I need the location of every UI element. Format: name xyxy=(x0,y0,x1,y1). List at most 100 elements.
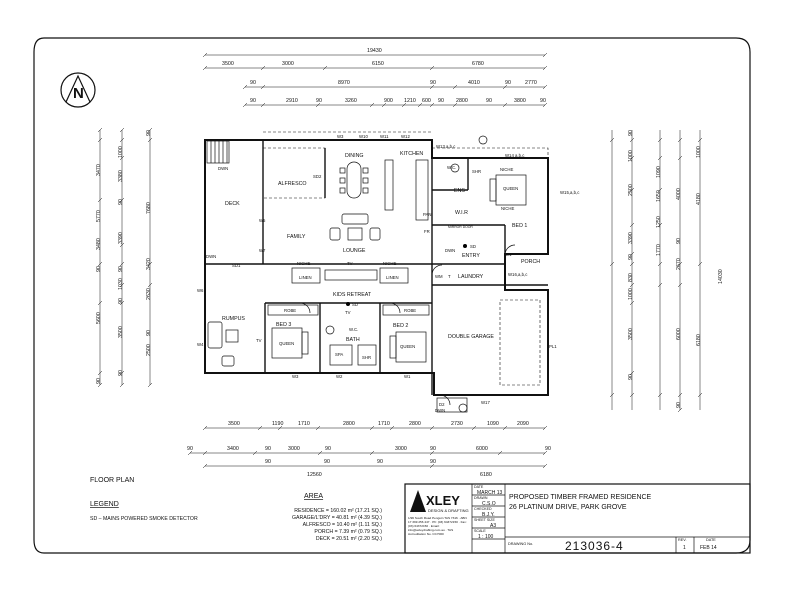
window-tag-w17: W17 xyxy=(481,400,490,405)
project-title-line-2: 26 PLATINUM DRIVE, PARK GROVE xyxy=(509,504,627,511)
dim-text: 90 xyxy=(430,459,436,465)
dim-text: 90 xyxy=(325,446,331,452)
dim-tick xyxy=(119,370,125,376)
tb-drawn: C.S.O xyxy=(482,501,496,507)
dim-text: 90 xyxy=(146,330,152,336)
section-marker-bottom xyxy=(458,403,468,413)
dim-tick xyxy=(429,102,435,108)
dim-text: 1190 xyxy=(272,421,283,427)
tb-rev-label: REV. xyxy=(678,538,687,542)
dim-tick xyxy=(657,282,663,288)
dim-text: 3390 xyxy=(628,232,634,244)
window-tag-w14: W14 a,b,c xyxy=(505,153,525,158)
dim-tick xyxy=(97,197,103,203)
dim-tick xyxy=(257,425,263,431)
room-label-spa: SPA xyxy=(335,352,343,357)
tb-sheet-label: SHEET SIZE xyxy=(474,518,496,522)
room-label-robe-2: ROBE xyxy=(404,308,416,313)
floor-plan-title: FLOOR PLAN xyxy=(90,477,134,484)
door-swing xyxy=(431,264,443,276)
dim-tick xyxy=(542,102,548,108)
area-row: ALFRESCO = 10.40 m² (1.11 SQ.) xyxy=(303,522,383,528)
dim-text: 3000 xyxy=(395,446,407,452)
room-label-bed2: BED 2 xyxy=(393,323,408,329)
window-tag-w4: W4 xyxy=(197,342,204,347)
dim-tick xyxy=(202,65,208,71)
room-label-dwn-garage: DWN xyxy=(435,408,445,413)
bed-3-furniture xyxy=(267,304,319,359)
smoke-detector-icon xyxy=(463,244,467,248)
door-swing xyxy=(299,302,311,314)
dim-text: 1770 xyxy=(656,244,662,256)
dim-tick xyxy=(429,65,435,71)
dim-tick xyxy=(417,102,423,108)
window-tag-w6: W6 xyxy=(197,288,204,293)
dim-tick xyxy=(697,137,703,143)
kitchen-island xyxy=(384,159,394,211)
tb-scale: 1 : 100 xyxy=(478,534,494,540)
dim-tick xyxy=(629,222,635,228)
dim-text: 600 xyxy=(422,98,431,104)
dim-tick xyxy=(97,261,103,267)
dim-text: 3420 xyxy=(146,258,152,270)
dim-tick xyxy=(252,450,258,456)
section-marker-top xyxy=(478,135,488,145)
dim-tick xyxy=(97,370,103,376)
dim-text: 1090 xyxy=(487,421,499,427)
dim-text: 2800 xyxy=(456,98,468,104)
dim-top-2: 3500 3000 6150 6780 xyxy=(222,61,484,67)
dim-tick xyxy=(657,187,663,193)
dim-text: 2770 xyxy=(525,80,537,86)
dim-tick xyxy=(657,155,663,161)
dim-tick xyxy=(242,102,248,108)
dim-bottom-3: 90 90 90 90 xyxy=(265,459,436,465)
window-tag-w1: W1 xyxy=(404,374,411,379)
dim-text: 5600 xyxy=(96,312,102,324)
alfresco-outline xyxy=(262,147,326,199)
spa-tub xyxy=(329,344,353,366)
room-label-shr-bath: SHR xyxy=(362,355,371,360)
dim-tick xyxy=(429,463,435,469)
dim-tick xyxy=(147,382,153,388)
dim-tick xyxy=(97,127,103,133)
dim-text: 1000 xyxy=(628,288,634,300)
dim-text: 3480 xyxy=(96,238,102,250)
door-tag-pl1: PL1 xyxy=(549,344,557,349)
dim-tick xyxy=(389,425,395,431)
dim-text: 90 xyxy=(250,98,256,104)
room-label-niche-2: NICHE xyxy=(501,206,515,211)
bed-2-furniture xyxy=(382,304,430,363)
dim-tick xyxy=(677,282,683,288)
dim-top-1: 19430 xyxy=(367,48,382,54)
dim-tick xyxy=(429,425,435,431)
dim-tick xyxy=(697,392,703,398)
dim-tick xyxy=(97,382,103,388)
dim-tick xyxy=(119,197,125,203)
dim-tick xyxy=(452,102,458,108)
dim-text: 90 xyxy=(118,199,124,205)
dim-tick xyxy=(609,137,615,143)
dim-text: 3500 xyxy=(628,328,634,340)
dim-text: 1030 xyxy=(118,278,124,290)
room-label-niche-left: NICHE xyxy=(297,261,311,266)
lounge-sofa xyxy=(329,213,381,241)
window-tag-w5: W5 xyxy=(259,218,266,223)
north-arrow: N xyxy=(60,72,96,108)
room-label-linen-left: LINEN xyxy=(299,275,312,280)
dining-chair xyxy=(339,167,346,174)
window-tag-w7: W7 xyxy=(259,248,266,253)
ens-wc-bowl xyxy=(450,163,460,173)
dim-text: 4000 xyxy=(676,188,682,200)
room-label-porch: PORCH xyxy=(521,259,540,265)
dining-table xyxy=(339,161,369,199)
room-label-niche: NICHE xyxy=(500,167,514,172)
room-label-sd-entry: SD xyxy=(470,244,476,249)
area-table: RESIDENCE = 160.02 m² (17.21 SQ.) GARAGE… xyxy=(292,508,382,542)
dim-tick xyxy=(542,425,548,431)
room-label-wir: W.I.R xyxy=(455,210,468,216)
window-tags: W3 W10 W11 W12 W13,a,b,c W14 a,b,c W15,a… xyxy=(197,134,580,407)
dim-tick xyxy=(629,261,635,267)
dim-tick xyxy=(542,463,548,469)
room-label-mirror-door: MIRROR DOOR xyxy=(448,225,473,229)
dim-tick xyxy=(502,425,508,431)
